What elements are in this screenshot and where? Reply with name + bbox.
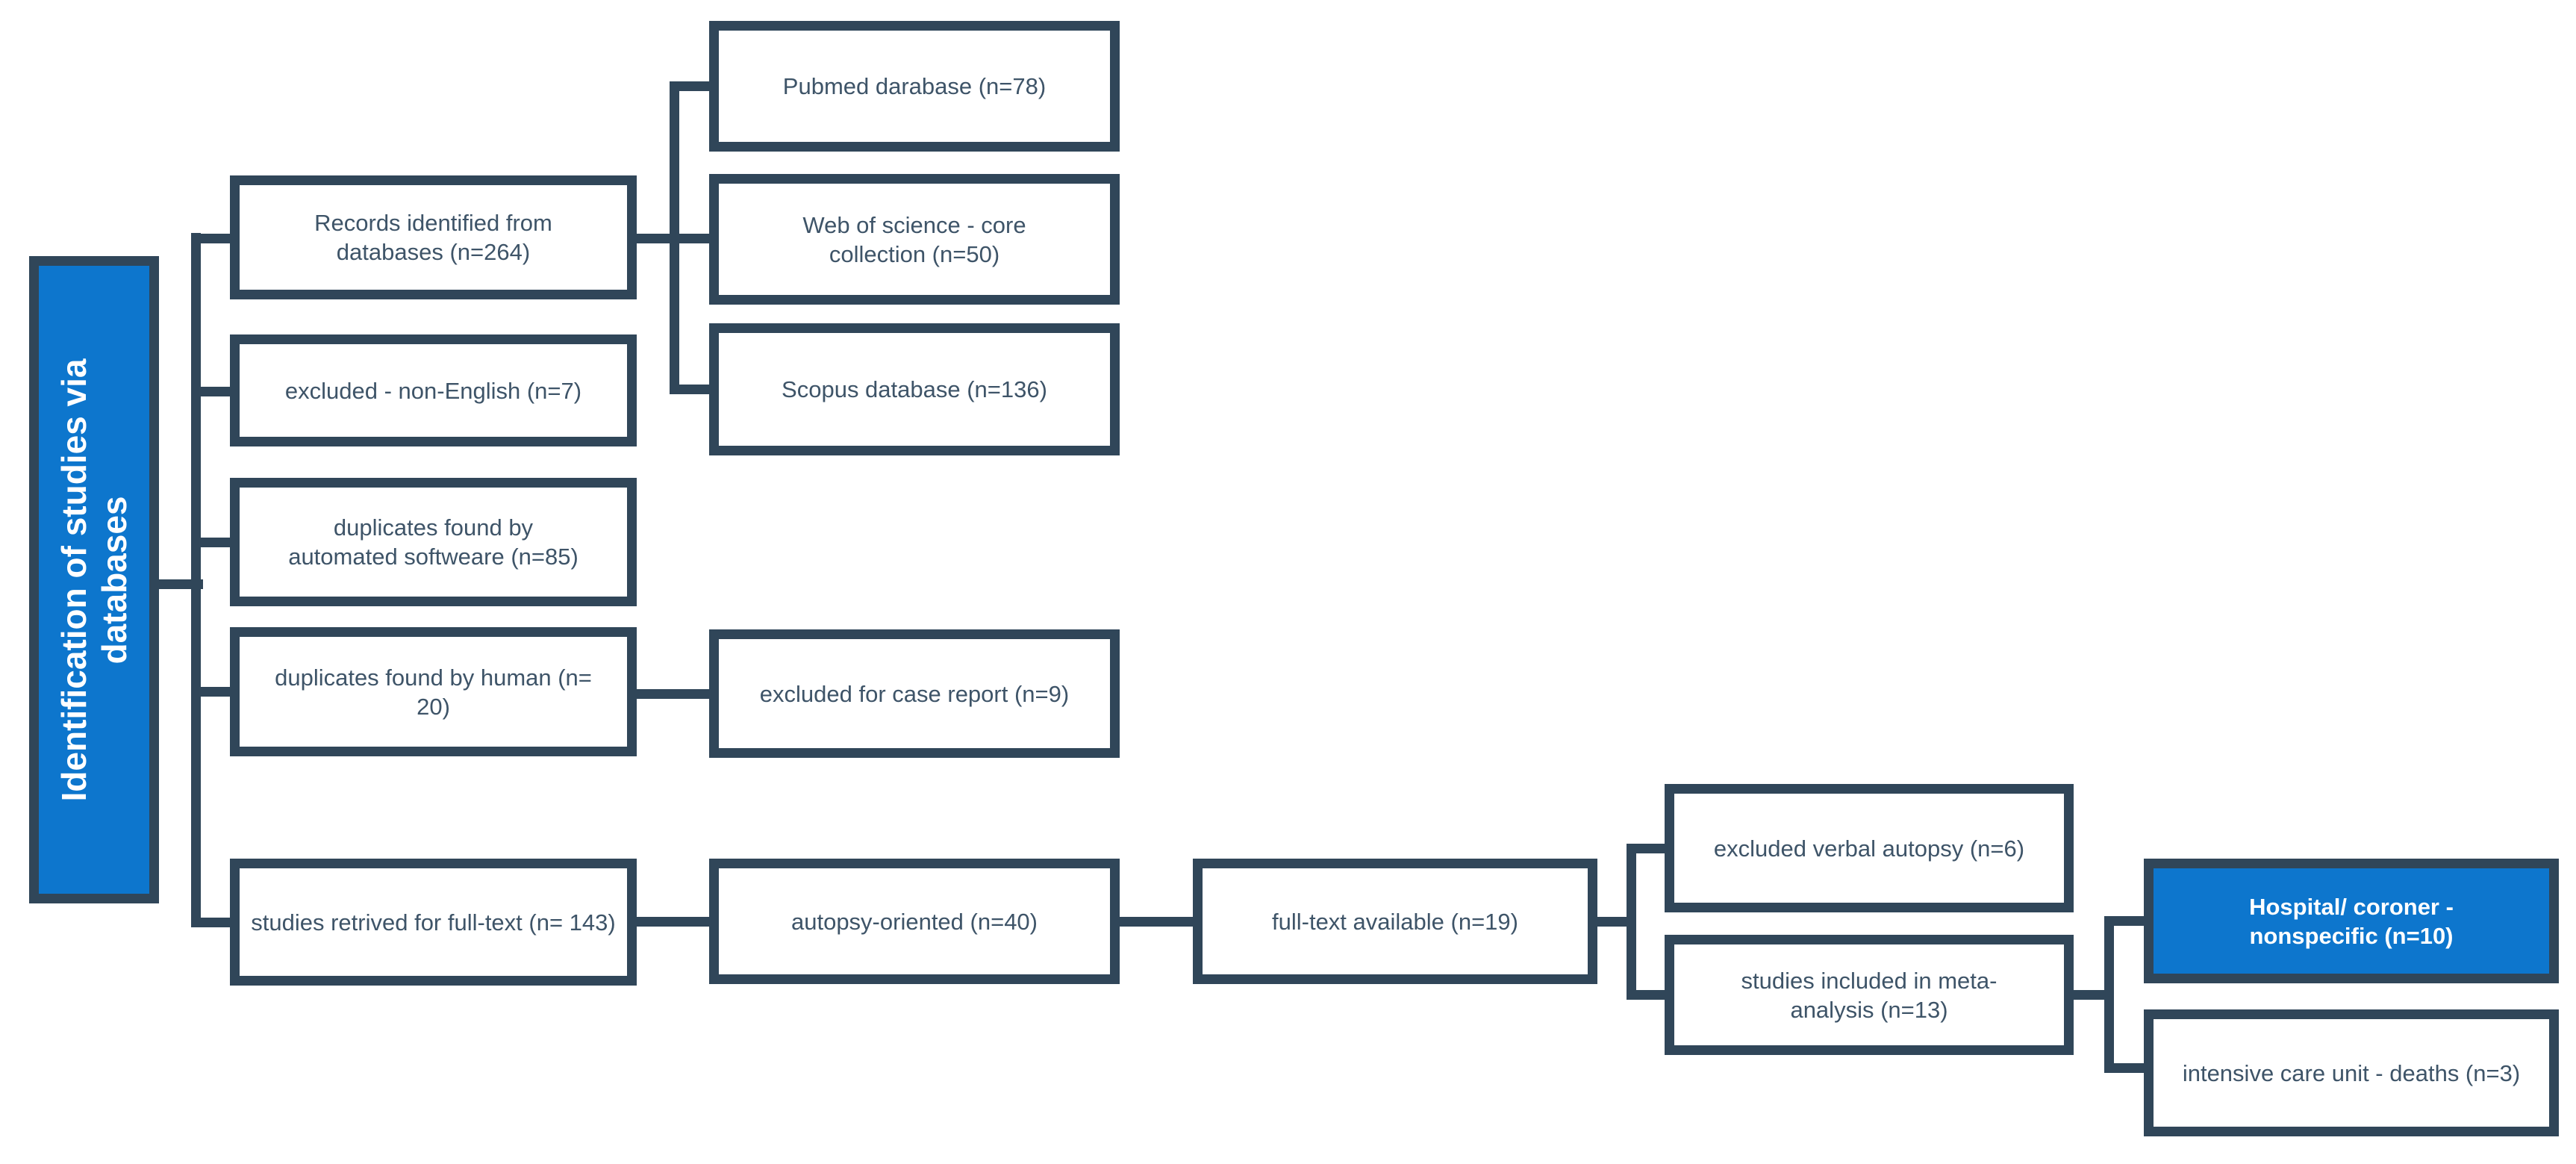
node-hospital-coroner: Hospital/ coroner - nonspecific (n=10): [2144, 859, 2559, 983]
node-excluded-case-report: excluded for case report (n=9): [709, 629, 1120, 758]
connector-stub-duplicates-automated: [191, 538, 230, 547]
connector-stub-studies-retrieved: [191, 918, 230, 927]
node-pubmed-database: Pubmed darabase (n=78): [709, 21, 1120, 152]
connector-stub-icu: [2104, 1063, 2144, 1073]
node-label: excluded for case report (n=9): [759, 680, 1070, 707]
node-label: Records identified from databases (n=264…: [314, 210, 552, 265]
node-duplicates-human: duplicates found by human (n= 20): [230, 627, 637, 756]
node-identification-sidebar: Identification of studies via databases: [29, 256, 159, 903]
connector-stub-duplicates-human: [191, 687, 230, 697]
connector-stub-hospital: [2104, 916, 2144, 926]
connector-stub-meta-analysis: [1627, 990, 1665, 1000]
node-label: Scopus database (n=136): [782, 376, 1047, 402]
connector-database-trunk: [670, 81, 679, 394]
node-label: excluded verbal autopsy (n=6): [1713, 835, 2025, 862]
connector-stub-verbal-autopsy: [1627, 844, 1665, 853]
connector-stub-scopus: [670, 385, 709, 394]
node-label: Hospital/ coroner - nonspecific (n=10): [2249, 893, 2454, 949]
node-label: excluded - non-English (n=7): [284, 377, 582, 404]
connector-meta-branch-trunk: [2104, 916, 2114, 1073]
connector-studies-autopsy: [637, 917, 709, 927]
node-intensive-care-unit: intensive care unit - deaths (n=3): [2144, 1009, 2559, 1136]
connector-stub-records: [191, 234, 230, 243]
node-duplicates-automated: duplicates found by automated softweare …: [230, 478, 637, 606]
node-meta-analysis: studies included in meta-analysis (n=13): [1665, 935, 2074, 1055]
node-scopus-database: Scopus database (n=136): [709, 323, 1120, 455]
node-records-identified: Records identified from databases (n=264…: [230, 175, 637, 299]
connector-fulltext-branch-trunk: [1627, 844, 1636, 1000]
node-excluded-non-english: excluded - non-English (n=7): [230, 334, 637, 446]
node-label: Web of science - core collection (n=50): [802, 211, 1026, 267]
node-label: studies included in meta-analysis (n=13): [1741, 967, 1998, 1023]
node-label: duplicates found by automated softweare …: [288, 514, 578, 570]
node-excluded-verbal-autopsy: excluded verbal autopsy (n=6): [1665, 784, 2074, 912]
connector-left-trunk: [191, 233, 201, 927]
connector-human-casereport: [637, 689, 709, 699]
sidebar-label: Identification of studies via databases: [54, 358, 134, 801]
node-label: intensive care unit - deaths (n=3): [2182, 1059, 2521, 1086]
node-label: studies retrived for full-text (n= 143): [251, 909, 616, 936]
node-autopsy-oriented: autopsy-oriented (n=40): [709, 859, 1120, 984]
node-label: full-text available (n=19): [1272, 908, 1518, 935]
connector-autopsy-fulltext: [1120, 917, 1193, 927]
node-label: autopsy-oriented (n=40): [790, 908, 1038, 935]
connector-stub-pubmed: [670, 81, 709, 91]
node-label: Pubmed darabase (n=78): [782, 73, 1047, 99]
node-web-of-science: Web of science - core collection (n=50): [709, 174, 1120, 305]
connector-fulltext-trunk: [1592, 917, 1636, 927]
node-full-text-available: full-text available (n=19): [1193, 859, 1597, 984]
connector-meta-trunk: [2073, 990, 2114, 1000]
node-label: duplicates found by human (n= 20): [275, 664, 592, 720]
connector-stub-non-english: [191, 387, 230, 396]
node-studies-retrieved: studies retrived for full-text (n= 143): [230, 859, 637, 986]
